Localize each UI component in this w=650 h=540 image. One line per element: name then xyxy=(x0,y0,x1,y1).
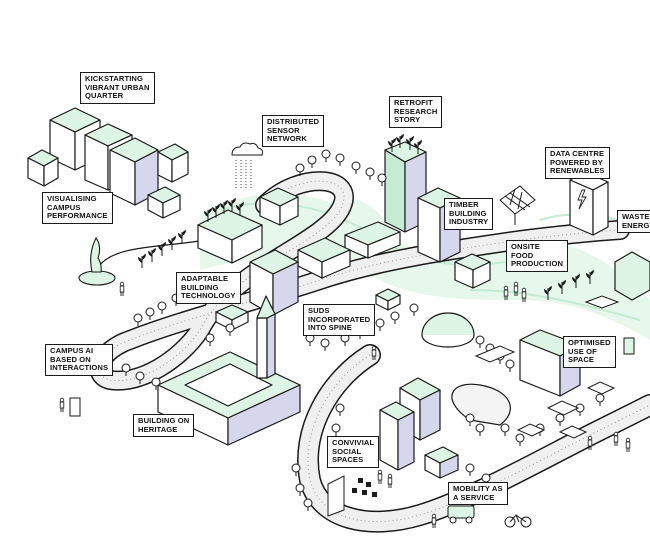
lightning-icon xyxy=(577,189,587,210)
cloud-icon xyxy=(231,142,263,188)
label-mobility-as-a-service: MOBILITY AS A SERVICE xyxy=(448,482,508,506)
label-timber-building-industry: TIMBER BUILDING INDUSTRY xyxy=(444,198,494,230)
label-campus-ai-based-on-interactions: CAMPUS AI BASED ON INTERACTIONS xyxy=(45,344,114,376)
buildings xyxy=(27,107,650,479)
screen-icon xyxy=(69,337,635,517)
label-building-on-heritage: BUILDING ON HERITAGE xyxy=(133,414,195,438)
tables xyxy=(474,295,620,439)
label-convivial-social-spaces: CONVIVIAL SOCIAL SPACES xyxy=(327,436,380,468)
label-retrofit-research-story: RETROFIT RESEARCH STORY xyxy=(389,96,443,128)
label-waste-energy: WASTE ENERGY xyxy=(617,210,650,234)
label-kickstarting-vibrant-urban-quarter: KICKSTARTING VIBRANT URBAN QUARTER xyxy=(80,72,155,104)
sculpture-icon xyxy=(78,236,116,286)
label-distributed-sensor-network: DISTRIBUTED SENSOR NETWORK xyxy=(262,115,325,147)
label-data-centre-powered-by-renewables: DATA CENTRE POWERED BY RENEWABLES xyxy=(545,147,610,179)
label-optimised-use-of-space: OPTIMISED USE OF SPACE xyxy=(563,336,616,368)
label-onsite-food-production: ONSITE FOOD PRODUCTION xyxy=(506,240,569,272)
label-adaptable-building-technology: ADAPTABLE BUILDING TECHNOLOGY xyxy=(176,272,241,304)
solar-panel-icon xyxy=(499,185,536,225)
bicycle-icon xyxy=(504,514,532,528)
car-icon xyxy=(447,505,475,524)
label-suds-incorporated-into-spine: SUDS INCORPORATED INTO SPINE xyxy=(303,304,376,336)
label-visualising-campus-performance: VISUALISING CAMPUS PERFORMANCE xyxy=(42,192,113,224)
chairs xyxy=(352,478,377,497)
